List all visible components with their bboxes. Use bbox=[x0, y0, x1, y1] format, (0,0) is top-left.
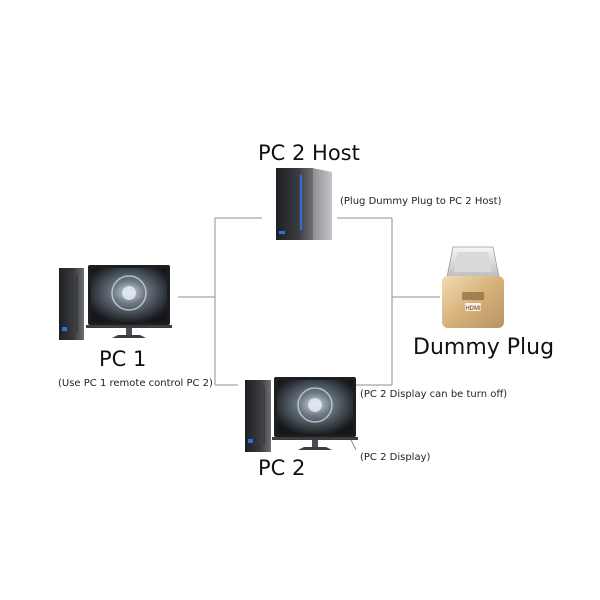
pc1-title: PC 1 bbox=[99, 347, 147, 371]
dummy-plug-title: Dummy Plug bbox=[413, 335, 555, 360]
pc2-display-off-note: (PC 2 Display can be turn off) bbox=[360, 389, 508, 400]
pc2-title: PC 2 bbox=[258, 456, 306, 480]
pc2-host-title: PC 2 Host bbox=[258, 141, 360, 165]
dummy-plug-icon: HDMI bbox=[442, 246, 504, 328]
pc2-host-tower-icon bbox=[276, 168, 332, 240]
pc2-display-note: (PC 2 Display) bbox=[360, 452, 431, 463]
pc1-tower-icon bbox=[59, 268, 84, 340]
pc2-host-note: (Plug Dummy Plug to PC 2 Host) bbox=[340, 196, 502, 207]
pc2-monitor-icon bbox=[272, 377, 358, 450]
pc2-tower-icon bbox=[245, 380, 271, 452]
plug-connector-text: HDMI bbox=[465, 306, 481, 312]
pc1-note: (Use PC 1 remote control PC 2) bbox=[58, 378, 213, 389]
pc1-monitor-icon bbox=[86, 265, 172, 338]
connection-lines bbox=[178, 217, 440, 451]
